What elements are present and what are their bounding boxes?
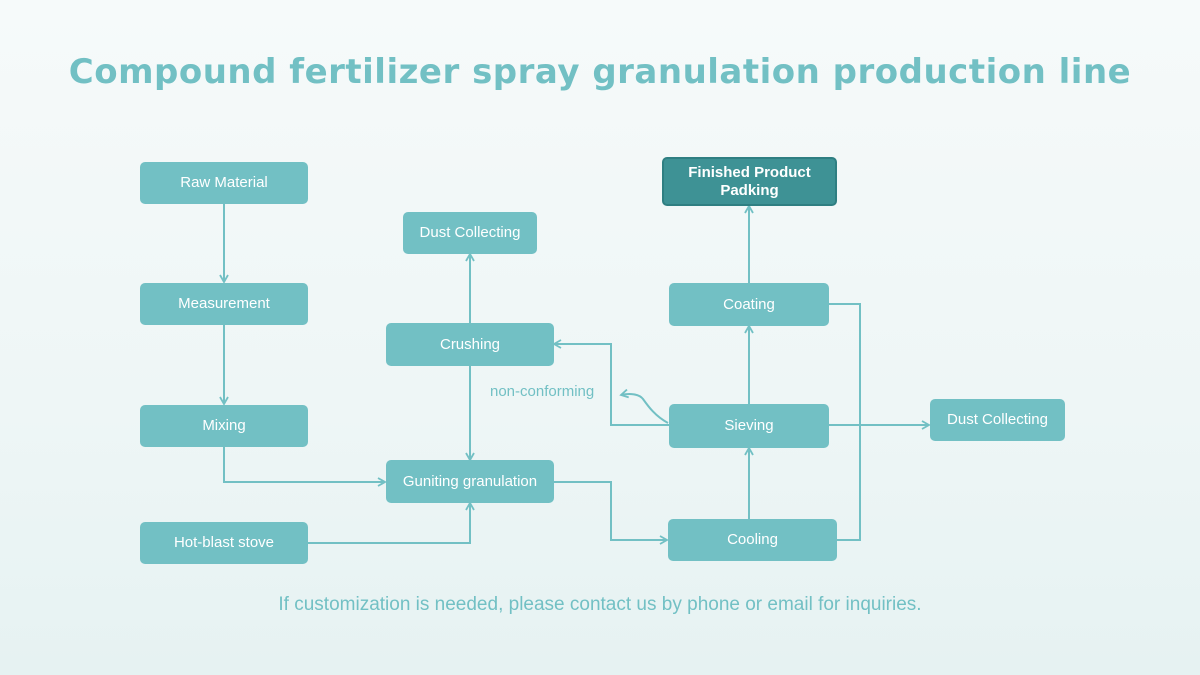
node-hot-blast-stove: Hot-blast stove (140, 522, 308, 564)
page-title: Compound fertilizer spray granulation pr… (68, 52, 1132, 92)
edge-dust-bus (829, 303, 861, 541)
node-sieving: Sieving (669, 404, 829, 448)
node-crushing: Crushing (386, 323, 554, 366)
edge-guniting-to-cooling (554, 481, 669, 545)
edge-sieving-to-crushing (552, 339, 669, 426)
edge-stove-to-guniting (308, 501, 475, 544)
node-finished-product: Finished Product Padking (662, 157, 837, 206)
non-conforming-pointer (619, 388, 669, 424)
node-coating: Coating (669, 283, 829, 326)
node-measurement: Measurement (140, 283, 308, 325)
node-cooling: Cooling (668, 519, 837, 561)
node-raw-material: Raw Material (140, 162, 308, 204)
edge-mixing-to-guniting (223, 447, 387, 487)
footer-note: If customization is needed, please conta… (278, 594, 922, 615)
node-dust-collecting-right: Dust Collecting (930, 399, 1065, 441)
node-guniting-granulation: Guniting granulation (386, 460, 554, 503)
non-conforming-label: non-conforming (490, 383, 595, 400)
node-mixing: Mixing (140, 405, 308, 447)
node-dust-collecting-top: Dust Collecting (403, 212, 537, 254)
